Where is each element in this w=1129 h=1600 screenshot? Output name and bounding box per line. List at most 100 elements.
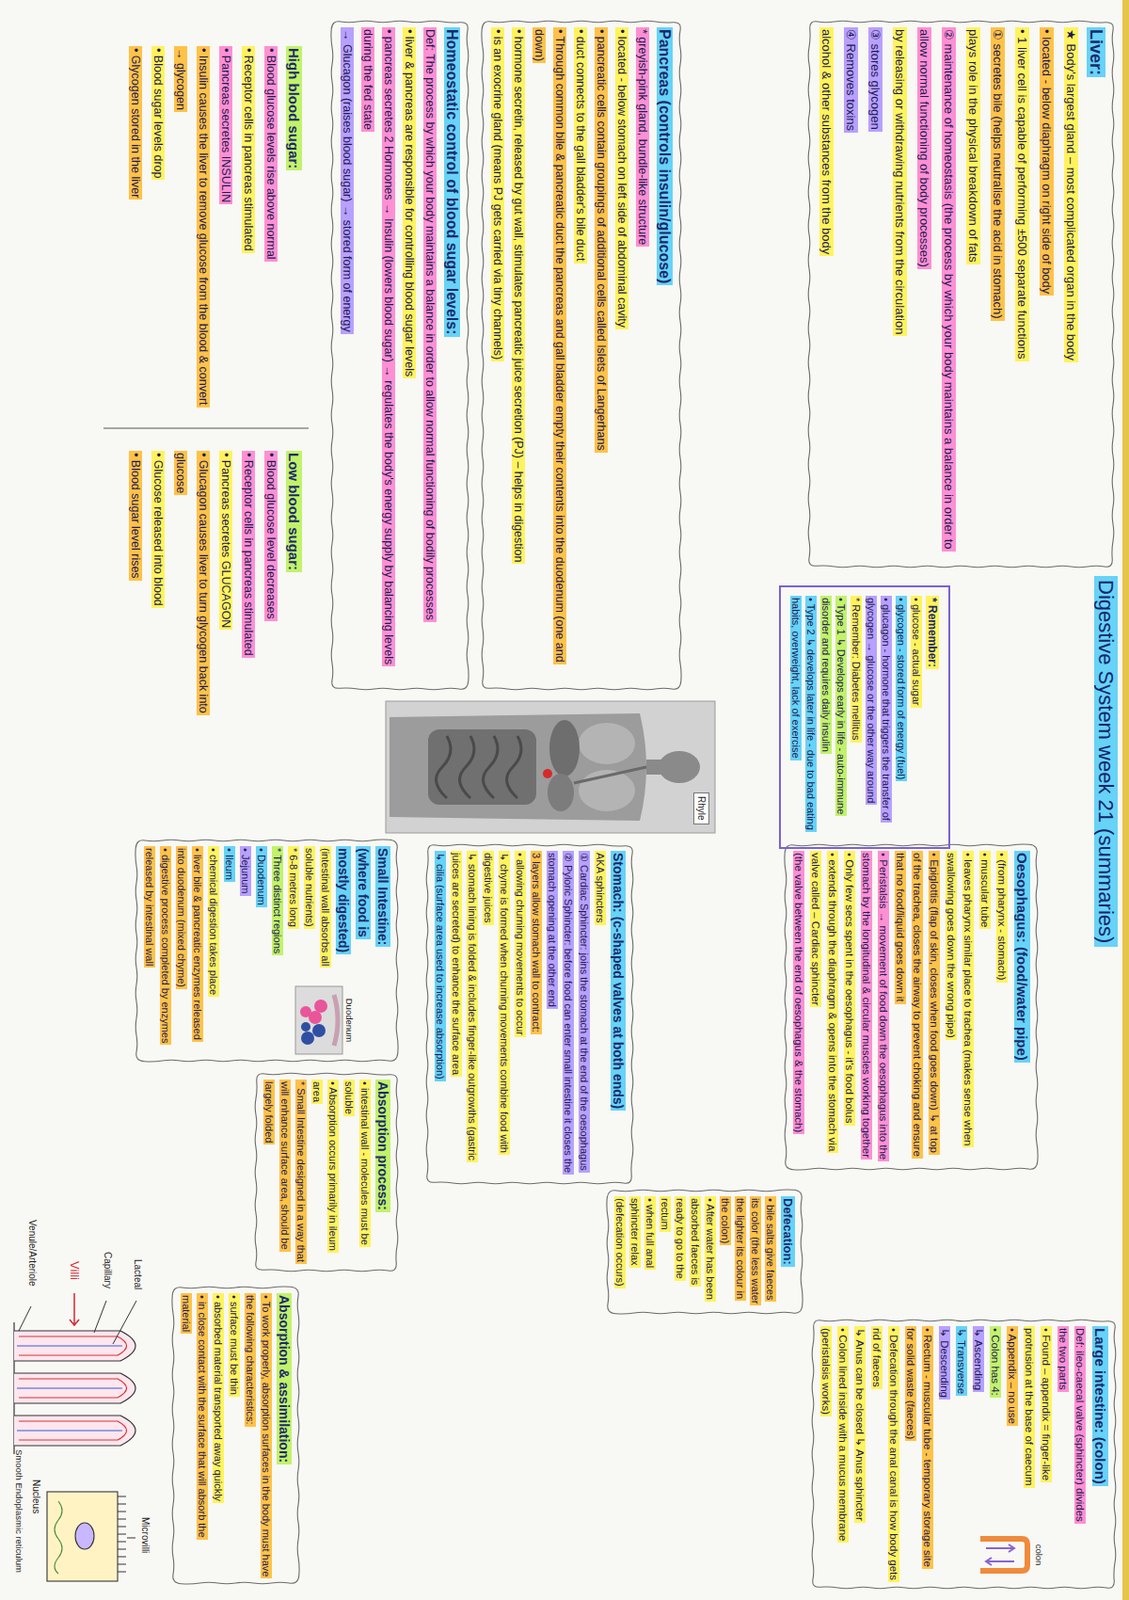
section-heading: * Remember: — [925, 595, 939, 669]
note-text: • when full anal sphincter relax (defeca… — [615, 1195, 657, 1289]
text-line: • Type 1 ↳ Develops early in life - auto… — [818, 595, 849, 839]
body-illustration — [428, 729, 537, 805]
note-text: • absorbed material transported away qui… — [212, 1292, 224, 1503]
note-text: AKA sphincters — [594, 850, 606, 925]
text-line: • Glycogen stored in the liver — [124, 46, 147, 406]
part-label: Venule/Arteriole — [26, 1219, 38, 1287]
note-text: • Epiglottis (flap of skin, closes when … — [895, 850, 941, 1159]
section-outline — [135, 839, 398, 1062]
text-line: ★ Body's largest gland – most complicate… — [1058, 27, 1083, 561]
section-outline — [784, 843, 1038, 1170]
text-line: ① Cardiac Sphincter: joins the stomach a… — [575, 850, 592, 1177]
text-line: * Remember: — [923, 595, 941, 839]
body-illustration — [389, 713, 647, 821]
small-intestine-picture — [295, 985, 343, 1054]
text-line: ③ stores glycogen — [862, 27, 888, 561]
part-label: Nucleus — [30, 1478, 42, 1513]
body-illustration — [547, 773, 574, 811]
text-line: plays role in the physical breakdown of … — [960, 27, 986, 561]
text-line: • Pancreas secretes INSULIN — [214, 46, 238, 406]
text-line: • Through common bile & pancreatic duct … — [528, 27, 571, 684]
small-intestine-picture — [301, 1031, 315, 1045]
note-section: Absorption & assimilation:• To work prop… — [170, 1284, 302, 1586]
note-text: • hormone secretin, released by gut wall… — [511, 27, 525, 564]
small-intestine-picture — [312, 1023, 326, 1037]
text-line: Pancreas (controls insulin/glucose) — [652, 27, 676, 684]
text-line: • Blood glucose levels rise above normal — [259, 46, 283, 406]
text-line: • Ileum — [221, 845, 238, 1055]
note-text: • digestive process completed by enzymes… — [143, 845, 172, 1045]
note-text: by releasing or withdrawing nutrients fr… — [892, 27, 907, 336]
note-text: * greyish-pink gland, bundle-like struct… — [636, 27, 650, 247]
body-illustration — [385, 700, 716, 833]
section-heading: Liver: — [1086, 27, 1106, 78]
text-line: * Small Intestine designed in a way that… — [260, 1079, 309, 1265]
text-line: Def: ileo-caecal valve (sphincter) divid… — [1055, 1325, 1090, 1582]
text-line: • in close contact with the surface that… — [177, 1292, 210, 1577]
note-text: • After water has been absorbed faeces i… — [660, 1195, 717, 1302]
note-text: • Found – appendix = finger-like protrus… — [1024, 1325, 1053, 1488]
note-text: ↳ cilia (surface area used to increase a… — [434, 850, 446, 1082]
text-line: • Glucagon causes liver to turn glycogen… — [169, 450, 215, 735]
note-text: • Blood glucose levels rise above normal — [264, 46, 278, 262]
section-heading: Pancreas (controls insulin/glucose) — [656, 27, 673, 286]
text-line: • muscular tube — [977, 850, 995, 1163]
note-text: • Receptor cells in pancreas stimulated — [241, 46, 255, 254]
note-section: Stomach: (c-shaped valves at both ends)A… — [424, 842, 636, 1186]
note-text: • Colon lined inside with a mucus membra… — [821, 1325, 850, 1543]
note-text: → Glucagon (raises blood sugar) → stored… — [340, 27, 354, 334]
villi-illustration — [16, 1345, 123, 1431]
text-line: Liver: — [1082, 27, 1109, 561]
note-section: Defecation:• bile salts give faeces its … — [605, 1187, 806, 1316]
small-intestine-picture — [314, 999, 328, 1013]
text-line: Oesophagus: (food/water pipe) — [1011, 850, 1034, 1163]
note-section: Homeostatic control of blood sugar level… — [329, 18, 471, 692]
note-text: • glycogen - stored form of energy (fuel… — [895, 595, 907, 781]
text-line: • Defecation through the anal canal is h… — [869, 1325, 904, 1582]
note-text: • liver & pancreas are responsible for c… — [402, 27, 416, 379]
note-text: alcohol & other substances from the body — [819, 27, 834, 256]
section-heading: Oesophagus: (food/water pipe) — [1014, 850, 1031, 1063]
text-line: • Epiglottis (flap of skin, closes when … — [892, 850, 944, 1163]
text-line: ② Pyloric Sphincter: before food can ent… — [543, 850, 576, 1177]
small-intestine-picture — [300, 999, 328, 1024]
part-label: Villi — [66, 1260, 82, 1280]
note-text: Def: The process by which your body main… — [423, 27, 437, 622]
note-text: • Type 1 ↳ Develops early in life - auto… — [820, 595, 847, 816]
note-section: Oesophagus: (food/water pipe)• (from pha… — [783, 842, 1041, 1172]
note-text: • Pancreas secretes INSULIN — [219, 46, 233, 205]
note-section: DuodenumSmall Intestine: (where food is … — [133, 837, 400, 1064]
text-line: ① secretes bile (helps neutralise the ac… — [985, 27, 1010, 561]
note-text: Def: ileo-caecal valve (sphincter) divid… — [1058, 1325, 1087, 1524]
section-heading: Defecation: — [780, 1195, 796, 1267]
text-line: • surface must be thin — [225, 1292, 242, 1577]
note-text: * Three distinct regions — [271, 845, 284, 955]
text-line: • glucose - actual sugar — [908, 595, 924, 839]
note-text: • surface must be thin — [228, 1292, 240, 1397]
title-text: Digestive System week 21 (summaries) — [1094, 575, 1118, 947]
villi-arrow — [69, 1319, 80, 1325]
cell-illustration — [75, 1522, 95, 1549]
part-label: Duodenum — [343, 985, 355, 1055]
text-line: Large intestine: (colon) — [1089, 1325, 1112, 1582]
body-illustration — [646, 759, 662, 775]
text-line: • Glucose released into blood — [146, 450, 170, 735]
text-line: • is an exocrine gland (means PJ gets ca… — [487, 27, 509, 684]
note-text: • Peristalsis → movement of food down th… — [861, 850, 891, 1161]
text-line: ↳ cilia (surface area used to increase a… — [431, 850, 448, 1177]
text-line: * Remember: Diabetes mellitus — [848, 595, 864, 839]
note-section: Pancreas (controls insulin/glucose) * gre… — [479, 18, 684, 692]
section-outline — [172, 1286, 300, 1584]
body-illustration — [385, 700, 716, 833]
text-line: • (from pharynx - stomach) — [994, 850, 1012, 1163]
section-heading: Stomach: (c-shaped valves at both ends) — [610, 850, 626, 1111]
villi-arrow — [69, 1292, 80, 1325]
note-text: • Receptor cells in pancreas stimulated — [241, 450, 255, 658]
text-line: • Duodenum — [253, 845, 270, 1055]
text-line: • Type 2 ↳ develops later in life - due … — [788, 595, 819, 839]
note-text: • glucose - actual sugar — [910, 595, 923, 708]
text-line: • Blood sugar levels drop — [146, 46, 170, 406]
colon-sketch — [985, 1543, 1015, 1565]
text-line: • bile salts give faeces its color (the … — [718, 1195, 780, 1307]
text-line: • located - below stomach on left side o… — [611, 27, 633, 684]
